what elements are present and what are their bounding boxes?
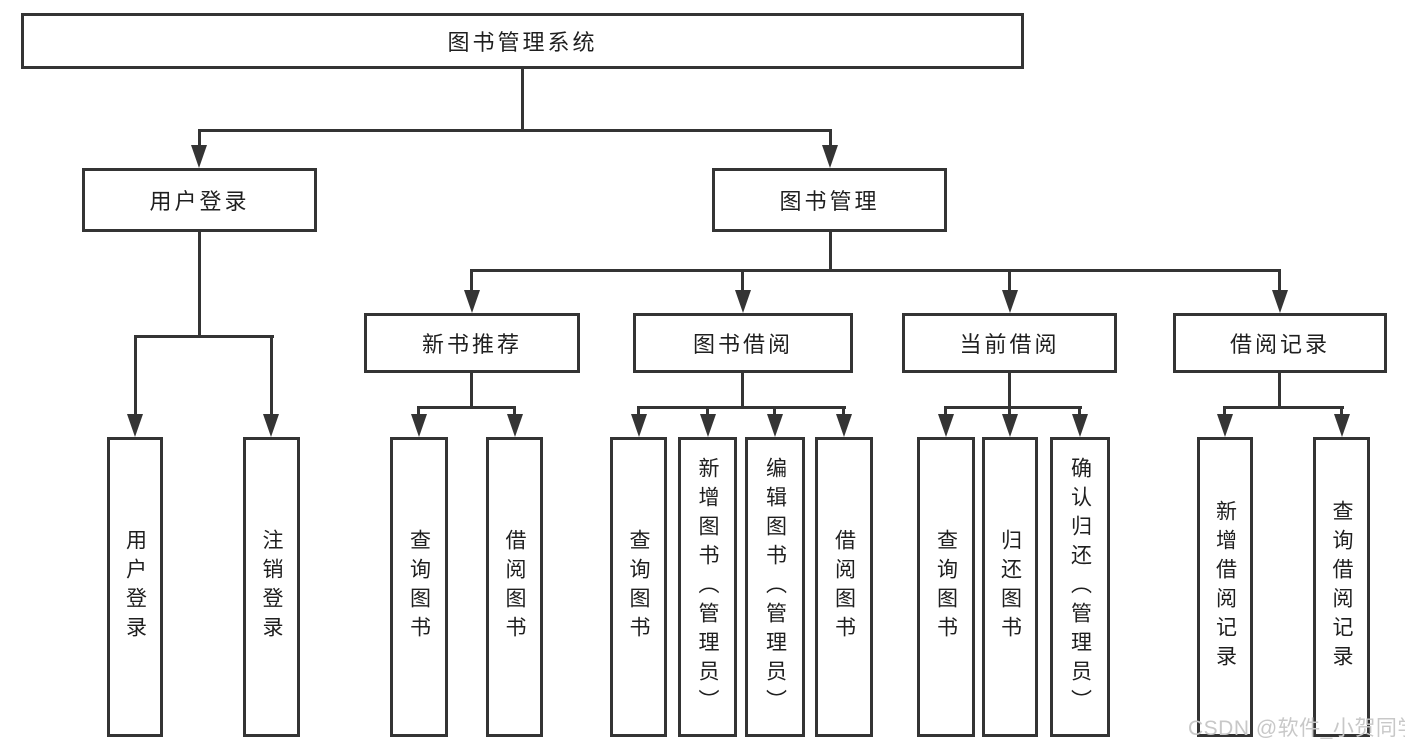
node-user-login: 用户登录 [82,168,317,232]
watermark: CSDN @软件_小贺同学 [1188,717,1405,740]
leaf-label: 注销登录 [260,529,283,645]
connector-line [1278,371,1281,409]
node-library-management-system: 图书管理系统 [21,13,1024,69]
connector-line [1078,406,1081,417]
arrowhead-down [735,290,751,313]
connector-line [637,406,846,409]
node-label: 图书管理 [779,189,880,214]
connector-line [773,406,776,417]
node-label: 新书推荐 [421,332,522,357]
leaf-label: 借阅图书 [832,529,856,645]
leaf-borrow-books-borrowing: 借阅图书 [815,437,873,737]
connector-line [1223,406,1226,417]
arrowhead-down [767,414,783,437]
connector-line [1008,371,1011,409]
connector-line [1278,269,1281,292]
connector-line [842,406,845,417]
connector-line [944,406,947,417]
node-label: 图书借阅 [692,332,793,357]
connector-line [706,406,709,417]
connector-line [1008,269,1011,292]
leaf-query-borrow-record: 查询借阅记录 [1313,437,1370,737]
arrowhead-down [263,414,279,437]
connector-line [417,406,516,409]
arrowhead-down [836,414,852,437]
connector-line [134,335,137,416]
leaf-user-login: 用户登录 [107,437,163,737]
connector-line [134,335,274,338]
leaf-add-borrow-record: 新增借阅记录 [1197,437,1253,737]
arrowhead-down [1072,414,1088,437]
node-book-management: 图书管理 [712,168,947,232]
leaf-edit-book-admin: 编辑图书（管理员） [745,437,805,737]
arrowhead-down [507,414,523,437]
connector-line [513,406,516,417]
connector-line [521,67,524,132]
arrowhead-down [127,414,143,437]
node-label: 用户登录 [149,189,250,214]
leaf-label: 新增借阅记录 [1213,500,1237,674]
connector-line [270,335,273,416]
leaf-label: 确认归还（管理员） [1068,456,1092,718]
leaf-confirm-return-admin: 确认归还（管理员） [1050,437,1110,737]
leaf-label: 查询图书 [934,529,958,645]
leaf-label: 归还图书 [998,529,1022,645]
leaf-return-book: 归还图书 [982,437,1038,737]
leaf-label: 新增图书（管理员） [696,456,719,718]
arrowhead-down [1002,290,1018,313]
connector-line [741,371,744,409]
leaf-label: 查询图书 [627,529,650,645]
node-current-borrowing: 当前借阅 [902,313,1117,373]
leaf-borrow-books-recommend: 借阅图书 [486,437,543,737]
arrowhead-down [1217,414,1233,437]
connector-line [470,269,1281,272]
connector-line [198,129,201,147]
arrowhead-down [700,414,716,437]
node-label: 借阅记录 [1229,332,1330,357]
node-new-book-recommendation: 新书推荐 [364,313,580,373]
arrowhead-down [1002,414,1018,437]
leaf-label: 查询图书 [407,529,431,645]
arrowhead-down [822,145,838,168]
connector-line [470,371,473,409]
arrowhead-down [464,290,480,313]
leaf-label: 编辑图书（管理员） [763,456,787,718]
arrowhead-down [938,414,954,437]
connector-line [198,230,201,338]
node-label: 当前借阅 [959,332,1060,357]
connector-line [1008,406,1011,417]
connector-line [944,406,1082,409]
arrowhead-down [631,414,647,437]
node-label: 图书管理系统 [447,30,598,55]
connector-line [1223,406,1344,409]
arrowhead-down [411,414,427,437]
leaf-query-books-current: 查询图书 [917,437,975,737]
arrowhead-down [1334,414,1350,437]
leaf-label: 用户登录 [123,529,147,645]
connector-line [198,129,832,132]
leaf-logout: 注销登录 [243,437,300,737]
connector-line [637,406,640,417]
leaf-query-books-borrowing: 查询图书 [610,437,667,737]
node-borrowing-records: 借阅记录 [1173,313,1387,373]
connector-line [829,129,832,147]
connector-line [829,230,832,272]
arrowhead-down [1272,290,1288,313]
connector-line [1340,406,1343,417]
node-book-borrowing: 图书借阅 [633,313,853,373]
leaf-label: 查询借阅记录 [1330,500,1353,674]
connector-line [417,406,420,417]
arrowhead-down [191,145,207,168]
leaf-add-book-admin: 新增图书（管理员） [678,437,737,737]
leaf-label: 借阅图书 [503,529,526,645]
connector-line [470,269,473,292]
connector-line [741,269,744,292]
leaf-query-books-recommend: 查询图书 [390,437,448,737]
